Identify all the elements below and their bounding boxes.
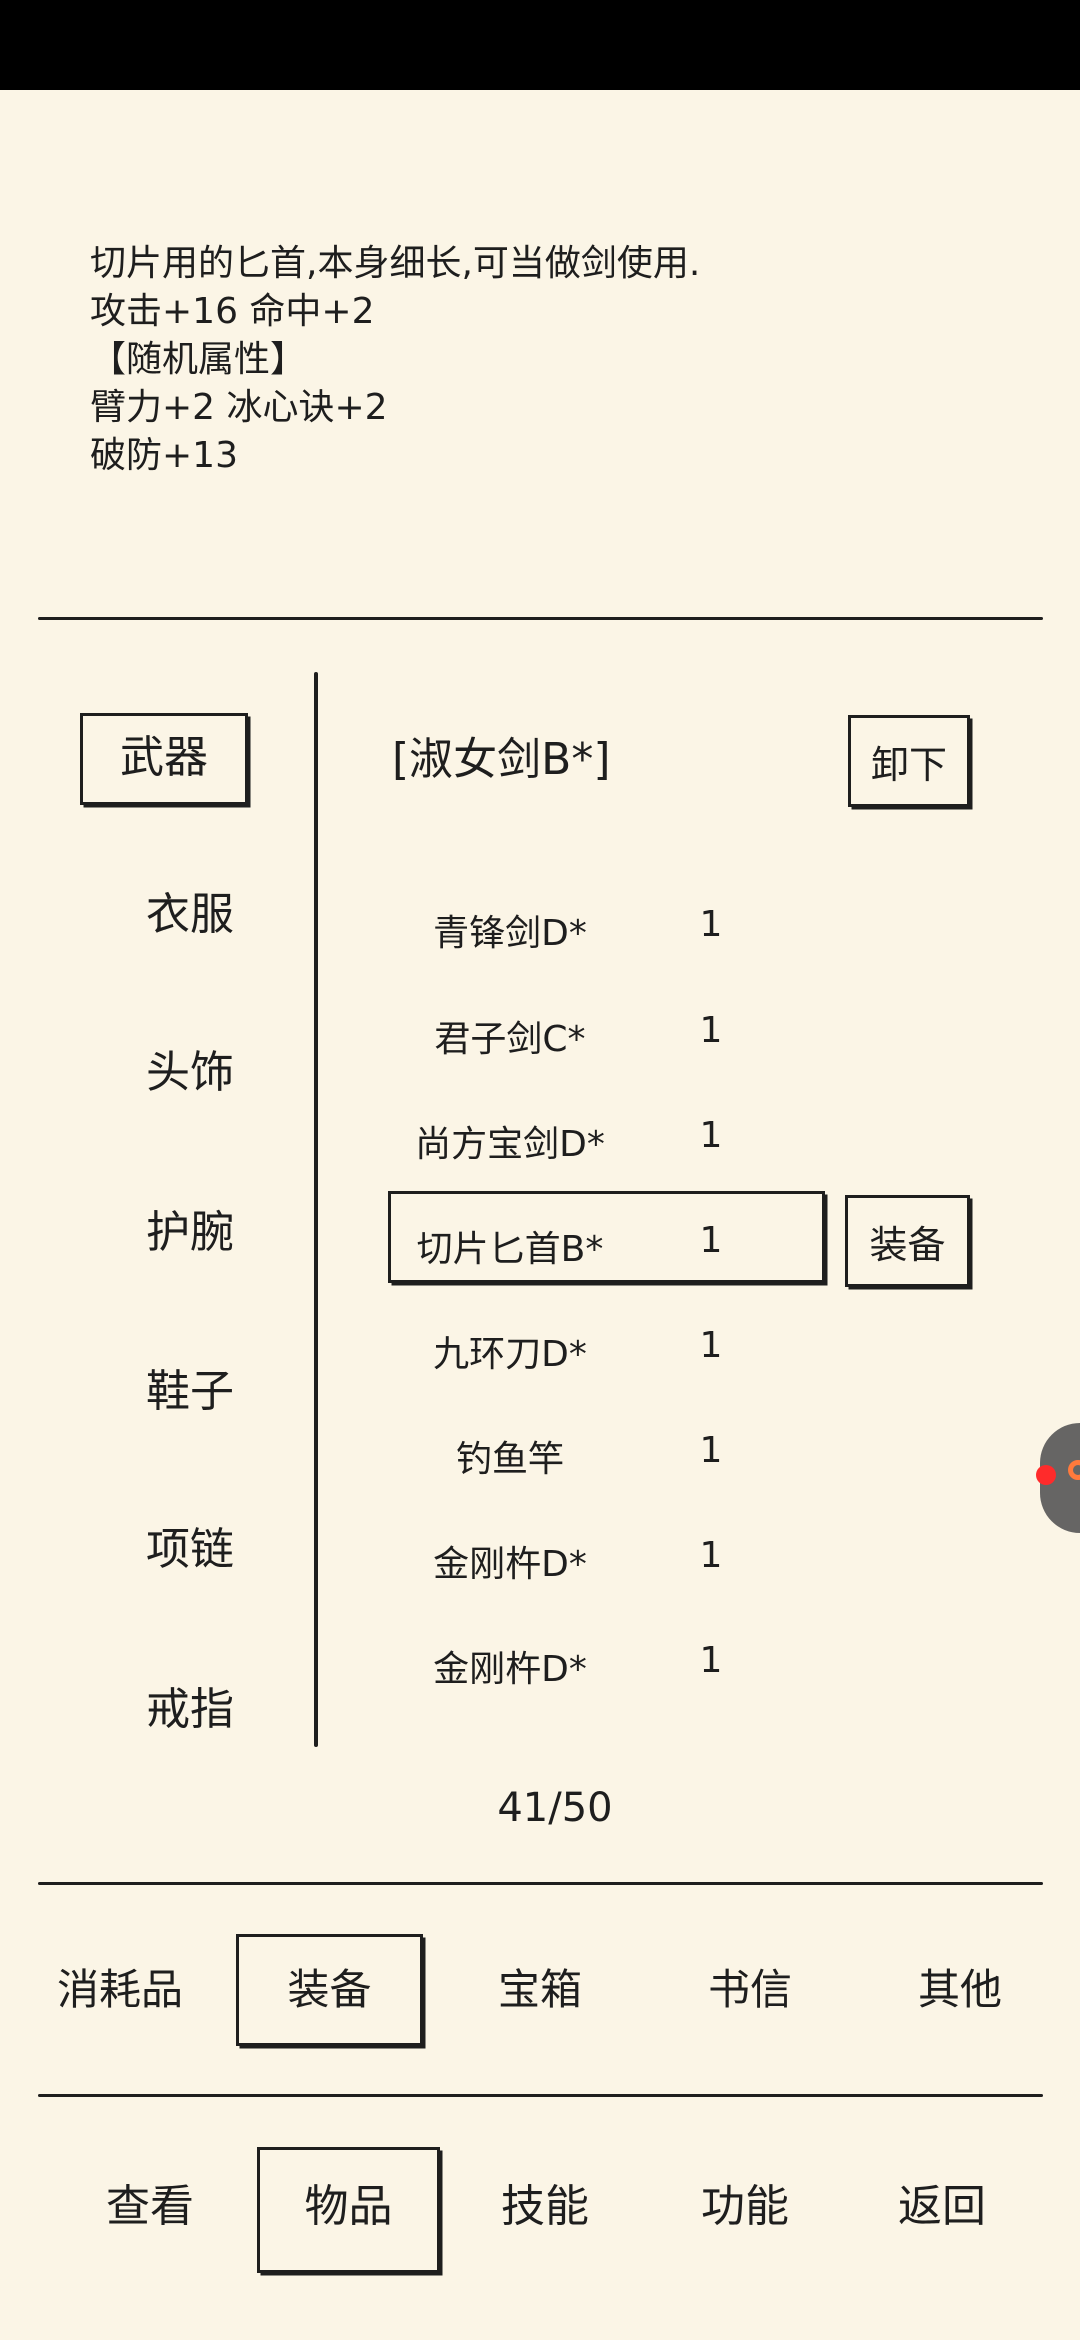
tab-other[interactable]: 其他 <box>917 1965 1002 2014</box>
nav-view[interactable]: 查看 <box>106 2181 194 2232</box>
item-quantity: 1 <box>699 1115 723 1156</box>
category-clothes[interactable]: 衣服 <box>146 889 234 940</box>
nav-skills[interactable]: 技能 <box>501 2181 589 2232</box>
item-quantity: 1 <box>699 1325 723 1366</box>
description-line: 攻击+16 命中+2 <box>90 291 375 332</box>
item-name: 尚方宝剑D* <box>415 1124 605 1165</box>
item-name: 切片匕首B* <box>416 1229 604 1270</box>
nav-back[interactable]: 返回 <box>898 2181 986 2232</box>
unequip-button-label: 卸下 <box>870 742 947 787</box>
list-item[interactable]: 青锋剑D* 1 <box>340 890 1040 960</box>
equip-button-label: 装备 <box>869 1222 946 1267</box>
inventory-counter: 41/50 <box>497 1785 613 1831</box>
tab-chests[interactable]: 宝箱 <box>497 1965 582 2014</box>
item-list[interactable]: 青锋剑D* 1 君子剑C* 1 尚方宝剑D* 1 切片匕首B* 1 九环刀D* … <box>340 870 1040 1745</box>
list-item[interactable]: 金刚杵D* 1 <box>340 1626 1040 1696</box>
tab-consumables[interactable]: 消耗品 <box>56 1965 183 2014</box>
category-headwear[interactable]: 头饰 <box>146 1047 234 1098</box>
divider-top <box>38 617 1043 620</box>
nav-functions[interactable]: 功能 <box>701 2181 789 2232</box>
category-necklace[interactable]: 项链 <box>146 1524 234 1575</box>
nav-items[interactable]: 物品 <box>304 2181 393 2232</box>
item-name: 金刚杵D* <box>433 1544 587 1585</box>
status-bar <box>0 0 1080 90</box>
category-weapon[interactable]: 武器 <box>120 732 208 783</box>
item-quantity: 1 <box>699 1535 723 1576</box>
tab-letters[interactable]: 书信 <box>707 1965 792 2014</box>
item-quantity: 1 <box>699 1220 723 1261</box>
selected-item-frame <box>388 1191 825 1283</box>
item-quantity: 1 <box>699 1430 723 1471</box>
description-line: 破防+13 <box>90 435 238 476</box>
divider-tabs-top <box>38 1882 1043 1885</box>
divider-vertical <box>314 672 318 1747</box>
category-selected-frame <box>80 713 248 805</box>
item-quantity: 1 <box>699 1640 723 1681</box>
item-name: 君子剑C* <box>434 1019 586 1060</box>
equip-button[interactable]: 装备 <box>845 1195 970 1287</box>
description-line: 【随机属性】 <box>90 339 307 380</box>
list-item[interactable]: 金刚杵D* 1 <box>340 1521 1040 1591</box>
item-quantity: 1 <box>699 1010 723 1051</box>
description-line: 切片用的匕首,本身细长,可当做剑使用. <box>90 243 701 284</box>
category-shoes[interactable]: 鞋子 <box>146 1366 234 1417</box>
list-item[interactable]: 九环刀D* 1 <box>340 1311 1040 1381</box>
tab-equipment[interactable]: 装备 <box>287 1965 372 2014</box>
divider-nav-top <box>38 2094 1043 2097</box>
item-name: 九环刀D* <box>433 1334 587 1375</box>
item-name: 金刚杵D* <box>433 1649 587 1690</box>
notification-dot-icon <box>1036 1465 1056 1485</box>
item-quantity: 1 <box>699 904 723 945</box>
list-item[interactable]: 钓鱼竿 1 <box>340 1416 1040 1486</box>
item-description: 切片用的匕首,本身细长,可当做剑使用. 攻击+16 命中+2 【随机属性】 臂力… <box>90 240 700 480</box>
category-ring[interactable]: 戒指 <box>146 1684 234 1735</box>
description-line: 臂力+2 冰心诀+2 <box>90 387 388 428</box>
equipped-item-name: [淑女剑B*] <box>392 734 611 785</box>
list-item-selected[interactable]: 切片匕首B* 1 <box>340 1191 1040 1283</box>
floating-ball-ring-icon <box>1068 1460 1080 1480</box>
list-item[interactable]: 君子剑C* 1 <box>340 996 1040 1066</box>
category-bracer[interactable]: 护腕 <box>146 1207 234 1258</box>
item-name: 青锋剑D* <box>433 913 587 954</box>
tab-selected-frame <box>236 1934 423 2046</box>
item-name: 钓鱼竿 <box>455 1439 564 1480</box>
nav-selected-frame <box>257 2147 440 2273</box>
list-item[interactable]: 尚方宝剑D* 1 <box>340 1101 1040 1171</box>
unequip-button[interactable]: 卸下 <box>848 715 970 807</box>
